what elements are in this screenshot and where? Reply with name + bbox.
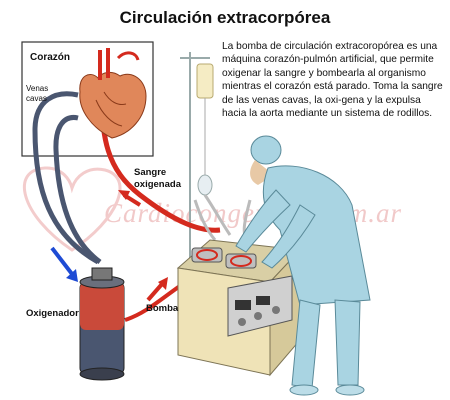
heart-illustration (79, 48, 147, 139)
description-text: La bomba de circulación extracoropórea e… (222, 41, 443, 120)
label-venas: Venas (26, 84, 49, 93)
label-sangre: Sangre (134, 167, 167, 178)
venous-tube-1 (32, 91, 100, 265)
oxygenator-canister (79, 267, 125, 381)
label-oxigenador: Oxigenador (26, 308, 79, 319)
pump-machine (176, 239, 302, 377)
iv-bag-icon (196, 63, 214, 99)
watermark-heart-icon (22, 166, 122, 252)
surgeon-figure (235, 135, 371, 396)
label-heart: Corazón (30, 52, 70, 63)
label-oxigenada: oxigenada (134, 179, 181, 190)
label-bomba: Bomba (146, 303, 179, 314)
page-title: Circulación extracorpórea (119, 8, 331, 27)
arrow-up-red-icon-1 (118, 190, 142, 207)
label-aorta: Aorta (112, 58, 132, 67)
label-cavas: cavas (26, 94, 47, 103)
arrow-down-blue-icon (50, 246, 78, 282)
arrow-up-red-icon-2 (146, 277, 168, 302)
venous-tube-2 (53, 115, 102, 265)
